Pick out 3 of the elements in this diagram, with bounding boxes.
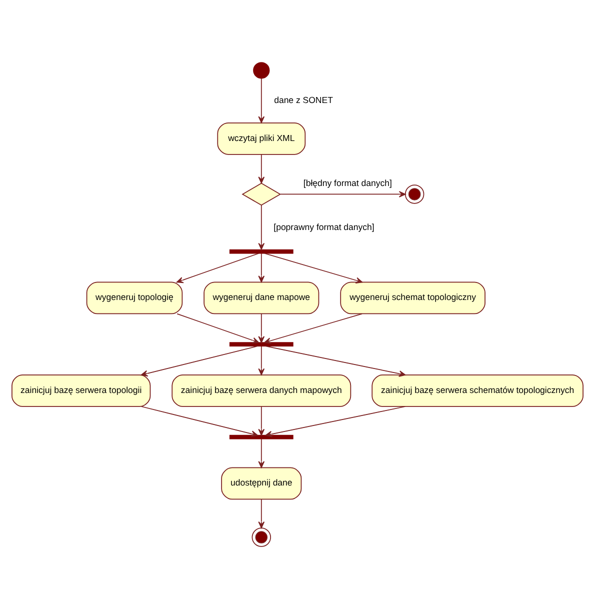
edge-label: [poprawny format danych] [274,222,374,232]
edge-label: [błędny format danych] [303,178,392,188]
edge-label: dane z SONET [274,95,333,106]
